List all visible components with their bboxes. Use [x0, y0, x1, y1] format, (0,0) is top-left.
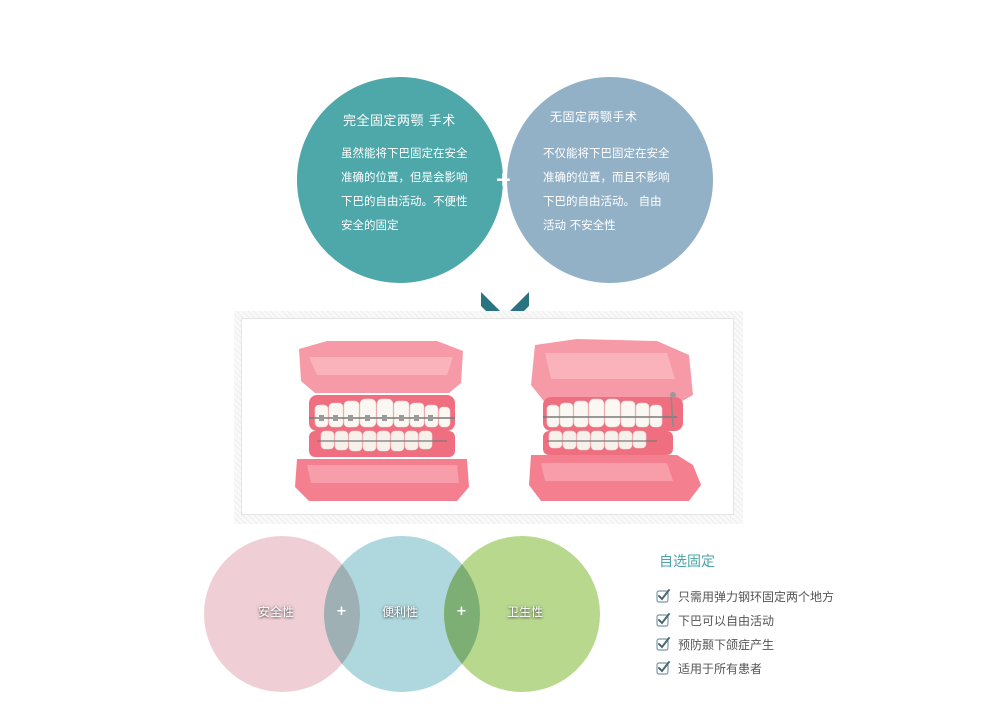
feature-list: 只需用弹力钢环固定两个地方 下巴可以自由活动 预防颞下颌症产生 适用于所有患者: [655, 584, 834, 680]
venn-diagram-top: 完全固定两颚 手术 虽然能将下巴固定在安全 准确的位置，但是会影响 下巴的自由活…: [0, 0, 1000, 300]
feature-text: 预防颞下颌症产生: [678, 637, 775, 652]
dental-model-free-image: [529, 339, 701, 501]
benefit-circles: 安全性 + 便利性 + 卫生性: [0, 530, 620, 700]
left-body-line: 准确的位置，但是会影响: [341, 170, 468, 184]
right-circle-body: 不仅能将下巴固定在安全 准确的位置，而且不影响 下巴的自由活动。 自由 活动 不…: [543, 141, 683, 237]
right-circle-title: 无固定两颚手术: [550, 110, 638, 124]
right-body-line: 下巴的自由活动。 自由: [543, 194, 662, 208]
check-icon: [656, 589, 670, 603]
venn-circle-left: [297, 77, 503, 283]
circle-safety: [204, 536, 360, 692]
left-circle-body: 虽然能将下巴固定在安全 准确的位置，但是会影响 下巴的自由活动。不便性 安全的固…: [341, 141, 481, 237]
check-icon: [656, 637, 670, 651]
feature-title: 自选固定: [659, 554, 715, 570]
plus-sign-2: +: [456, 604, 467, 619]
circle-convenience: [324, 536, 480, 692]
dental-model-fixed-image: [295, 341, 469, 501]
left-body-line: 虽然能将下巴固定在安全: [341, 146, 468, 160]
circle-hygiene: [444, 536, 600, 692]
right-body-line: 活动 不安全性: [543, 218, 616, 232]
plus-sign-1: +: [336, 604, 347, 619]
list-item: 适用于所有患者: [655, 656, 834, 680]
right-body-line: 准确的位置，而且不影响: [543, 170, 670, 184]
list-item: 预防颞下颌症产生: [655, 632, 834, 656]
check-icon: [656, 661, 670, 675]
benefit-circles-svg: [204, 536, 600, 692]
label-convenience: 便利性: [382, 605, 419, 619]
label-hygiene: 卫生性: [507, 605, 544, 619]
check-icon: [656, 613, 670, 627]
right-body-line: 不仅能将下巴固定在安全: [543, 146, 670, 160]
left-circle-title: 完全固定两颚 手术: [343, 114, 456, 129]
photo-inner: [241, 318, 734, 515]
label-safety: 安全性: [258, 605, 295, 619]
feature-text: 只需用弹力钢环固定两个地方: [678, 589, 835, 604]
venn-circle-right: [507, 77, 713, 283]
photo-frame: [234, 311, 743, 524]
left-body-line: 安全的固定: [341, 218, 399, 232]
venn-plus-sign: +: [495, 167, 512, 191]
feature-text: 适用于所有患者: [678, 661, 763, 676]
list-item: 下巴可以自由活动: [655, 608, 834, 632]
left-body-line: 下巴的自由活动。不便性: [341, 194, 468, 208]
list-item: 只需用弹力钢环固定两个地方: [655, 584, 834, 608]
venn-circles-svg: [297, 77, 713, 283]
feature-text: 下巴可以自由活动: [678, 613, 775, 628]
